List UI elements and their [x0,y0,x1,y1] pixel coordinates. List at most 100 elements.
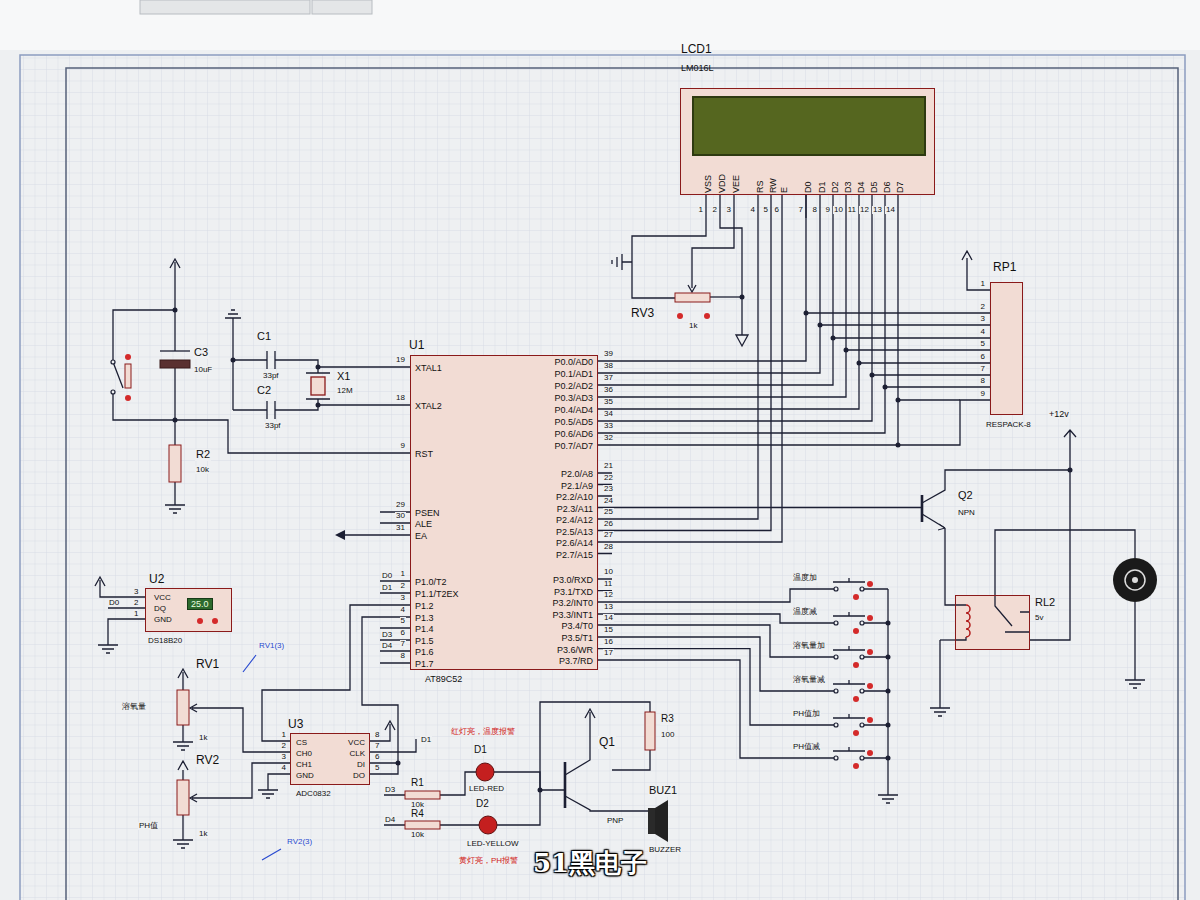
part-value: 5v [1035,613,1043,622]
pin-name: RS [755,180,765,193]
watermark: 51黑电子 [532,850,648,877]
pin-name: XTAL1 [415,363,442,373]
pin-name: P0.6/AD6 [554,429,593,439]
pin-number: 3 [726,206,732,214]
part-note: 溶氧量 [121,703,147,711]
part-value: PNP [606,817,624,825]
pin-number: 8 [374,731,380,739]
wire-connector [598,400,990,445]
pin-number: 17 [603,649,614,657]
pin-number: 10 [833,206,844,214]
ref-designator: X1 [336,371,351,383]
pin-number: 28 [603,543,614,551]
temperature-display: 25.0 [187,598,213,610]
pin-number: 19 [395,356,406,364]
part-value: 10k [410,831,425,839]
pin-number: 8 [980,377,986,385]
resistor-pack: RP1RESPACK-8 [990,282,1023,415]
pin-name: P3.7/RD [559,656,593,666]
part-value: LED-RED [468,785,505,793]
pin-name: P1.6 [415,647,434,657]
pin-number: 32 [603,434,614,442]
pin-number: 24 [603,497,614,505]
pin-name: RST [415,449,433,459]
pin-name: VSS [703,175,713,193]
pin-name: D5 [869,181,879,193]
pin-number: 1 [980,280,986,288]
pin-number: 6 [374,753,380,761]
pin-number: 8 [400,652,406,660]
pin-number: 2 [281,742,287,750]
pin-name: P1.1/T2EX [415,589,459,599]
net-label: D4 [384,816,396,824]
pin-number: 34 [603,410,614,418]
pin-number: 16 [603,638,614,646]
probe-label: RV1(3) [258,642,285,650]
pin-number: 4 [281,764,287,772]
sensor-chip: U2VCCDQGND25.0DS18B20 [145,588,232,632]
part-value: 33pf [264,422,282,430]
pin-number: 9 [980,390,986,398]
pin-name: P0.0/AD0 [554,357,593,367]
pin-number: 4 [400,606,406,614]
pin-name: PSEN [415,508,440,518]
ref-designator: R1 [410,778,425,789]
pin-number: 6 [400,629,406,637]
pin-name: P2.6/A14 [556,538,593,548]
pin-number: 23 [603,485,614,493]
pin-number: 21 [603,462,614,470]
pin-name: DO [353,771,365,780]
pin-number: 18 [395,394,406,402]
part-value: LM016L [681,63,714,73]
pin-name: DQ [154,604,166,613]
pin-name: P0.5/AD5 [554,417,593,427]
pin-number: 35 [603,398,614,406]
pin-number: 14 [603,614,614,622]
pin-number: 12 [603,591,614,599]
ref-designator: RL2 [1035,596,1055,608]
pin-name: P1.4 [415,624,434,634]
part-value: 10uF [193,366,213,374]
part-value: 33pf [262,372,280,380]
part-value: 10k [195,466,210,474]
pin-name: P2.4/A12 [556,515,593,525]
pin-number: 4 [750,206,756,214]
pin-name: P2.7/A15 [556,550,593,560]
pin-number: 5 [374,764,380,772]
pin-name: XTAL2 [415,401,442,411]
pin-number: 7 [374,742,380,750]
pin-name: P2.1/A9 [561,481,593,491]
pin-name: P2.3/A11 [557,504,593,514]
pin-number: 13 [872,206,883,214]
ref-designator: R4 [410,809,425,820]
pin-name: ALE [415,519,432,529]
pin-name: CS [296,738,307,747]
pin-number: 11 [603,580,613,588]
ref-designator: LCD1 [681,43,712,56]
alarm-note: 黄灯亮，PH报警 [458,857,519,865]
pin-number: 30 [395,512,406,520]
pin-number: 39 [603,350,614,358]
pin-name: D1 [817,181,827,193]
pin-name: P3.2/INT0 [552,598,593,608]
pin-name: CLK [349,749,365,758]
part-value: 100 [660,731,675,739]
pin-number: 7 [980,365,986,373]
part-value: LED-YELLOW [466,840,520,848]
part-value: ADC0832 [296,789,331,798]
ref-designator: U1 [409,339,424,352]
pin-number: 2 [712,206,718,214]
pin-number: 5 [980,340,986,348]
ref-designator: U3 [288,718,303,731]
pin-name: P3.3/INT1 [552,610,593,620]
ref-designator: R2 [195,449,211,461]
button-label: 溶氧量加 [792,642,826,650]
pin-name: P1.3 [415,613,434,623]
lcd-module: LCD1LM016LVSSVDDVEERSRWED0D1D2D3D4D5D6D7 [680,88,935,195]
pin-name: RW [768,178,778,193]
pin-number: 3 [980,315,986,323]
button-label: 温度加 [792,574,818,582]
